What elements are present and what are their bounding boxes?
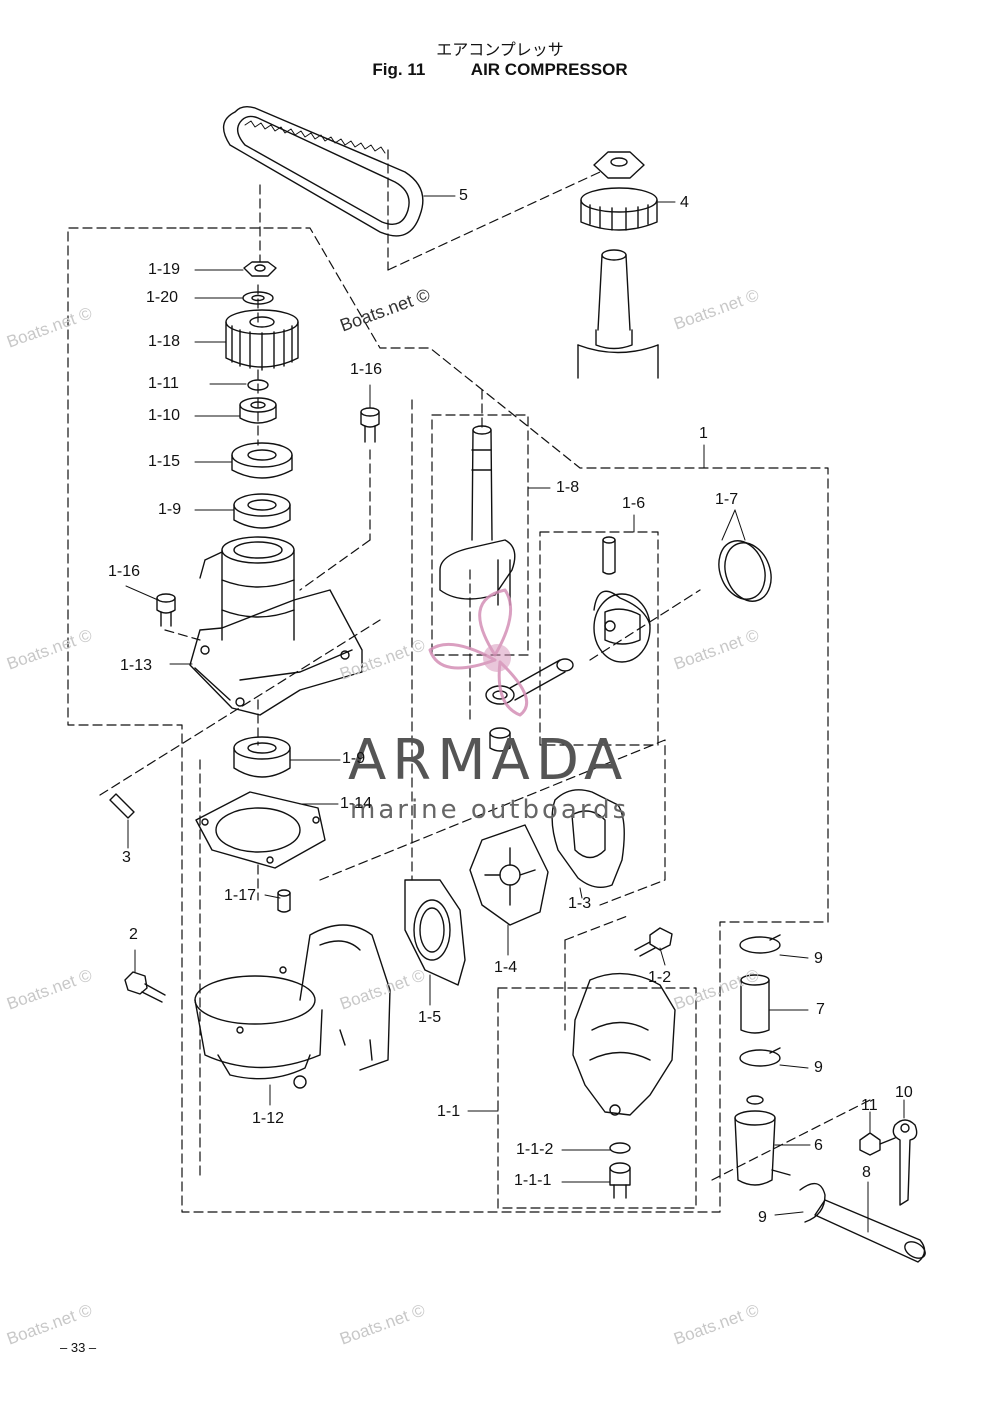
cylinder-housing	[189, 536, 363, 716]
callout-label: 1-5	[418, 1009, 442, 1026]
callout-label: 1-12	[252, 1110, 285, 1127]
crankcase	[194, 924, 391, 1089]
callout-label: 1-11	[148, 375, 179, 392]
callout-label: 1-8	[556, 479, 580, 496]
gasket-1-14	[195, 791, 326, 869]
valve-gasket-1-3	[551, 789, 625, 888]
callout-label: 4	[680, 194, 689, 211]
bolt-1-2	[634, 927, 673, 957]
collar	[239, 397, 277, 424]
callout-label: 3	[122, 849, 131, 866]
page-number: – 33 –	[60, 1340, 97, 1355]
callout-label: 7	[816, 1001, 825, 1018]
compressor-gear	[225, 309, 299, 371]
callout-label: 10	[895, 1084, 913, 1101]
bracket-10	[892, 1119, 918, 1206]
callout-label: 1-4	[494, 959, 518, 976]
hose-8	[814, 1199, 926, 1263]
needle-bearing	[489, 727, 511, 752]
callout-label: 1-14	[340, 795, 373, 812]
callout-label: 1	[699, 425, 708, 442]
callout-label: 1-9	[342, 750, 366, 767]
fitting-1-1-1	[609, 1162, 631, 1199]
callout-label: 1-1	[437, 1103, 461, 1120]
bolt-2	[124, 971, 166, 1003]
callout-label: 1-19	[148, 261, 181, 278]
callout-label: 1-16	[350, 361, 383, 378]
callout-label: 9	[814, 950, 823, 967]
callout-label: 9	[814, 1059, 823, 1076]
callout-label: 1-16	[108, 563, 141, 580]
hose-7	[740, 974, 770, 1034]
small-washer	[247, 379, 269, 391]
watermark-tagline: marine outboards	[350, 795, 630, 825]
watermark-brand: ARMADA	[348, 728, 629, 793]
piston-pin	[602, 536, 616, 575]
ball-bearing-lower	[233, 736, 291, 778]
callout-label: 1-1-2	[516, 1141, 554, 1158]
ball-bearing-upper	[233, 493, 291, 529]
timing-belt	[222, 105, 424, 237]
cylinder-head	[572, 972, 676, 1116]
filter-6	[734, 1095, 791, 1186]
title-japanese: エアコンプレッサ	[436, 40, 564, 59]
title-english: Fig. 11 AIR COMPRESSOR	[0, 60, 1000, 80]
callout-label: 1-6	[622, 495, 646, 512]
figure-number: Fig. 11	[372, 60, 426, 79]
gasket-1-5	[404, 879, 466, 986]
bolt-11	[859, 1132, 896, 1156]
figure-title: AIR COMPRESSOR	[470, 60, 628, 79]
callout-label: 1-1-1	[514, 1172, 552, 1189]
clip-9-lower	[799, 1182, 826, 1223]
clip-9-upper	[739, 934, 781, 954]
callout-label: 1-9	[158, 501, 182, 518]
oil-seal	[231, 442, 293, 479]
callout-label: 1-17	[224, 887, 257, 904]
clip-9-middle	[739, 1047, 781, 1067]
callout-label: 1-10	[148, 407, 181, 424]
bolt-1-16-left	[156, 593, 176, 627]
crankshaft	[439, 425, 516, 606]
callout-label: 2	[129, 926, 138, 943]
callout-label: 1-15	[148, 453, 181, 470]
callout-label: 11	[861, 1097, 878, 1114]
pin-3	[109, 793, 135, 819]
callout-label: 1-3	[568, 895, 592, 912]
dowel-1-17	[277, 889, 291, 913]
nut	[243, 261, 277, 277]
piston-rings	[718, 540, 772, 602]
piston	[593, 590, 651, 663]
callout-label: 1-20	[146, 289, 179, 306]
pulley	[580, 151, 658, 231]
washer-1-1-2	[609, 1142, 631, 1154]
callout-label: 1-2	[648, 969, 672, 986]
callout-label: 1-13	[120, 657, 153, 674]
leader-lines	[125, 195, 905, 1233]
bolt-1-16-right	[360, 407, 380, 443]
callout-label: 6	[814, 1137, 823, 1154]
callout-label: 5	[459, 187, 468, 204]
crankshaft-stub	[577, 249, 659, 379]
reed-valve-1-4	[469, 824, 549, 926]
assembly-outline	[67, 149, 871, 1213]
callout-label: 9	[758, 1209, 767, 1226]
callout-label: 8	[862, 1164, 871, 1181]
callout-label: 1-18	[148, 333, 181, 350]
callout-label: 1-7	[715, 491, 739, 508]
propeller-logo	[428, 588, 529, 717]
